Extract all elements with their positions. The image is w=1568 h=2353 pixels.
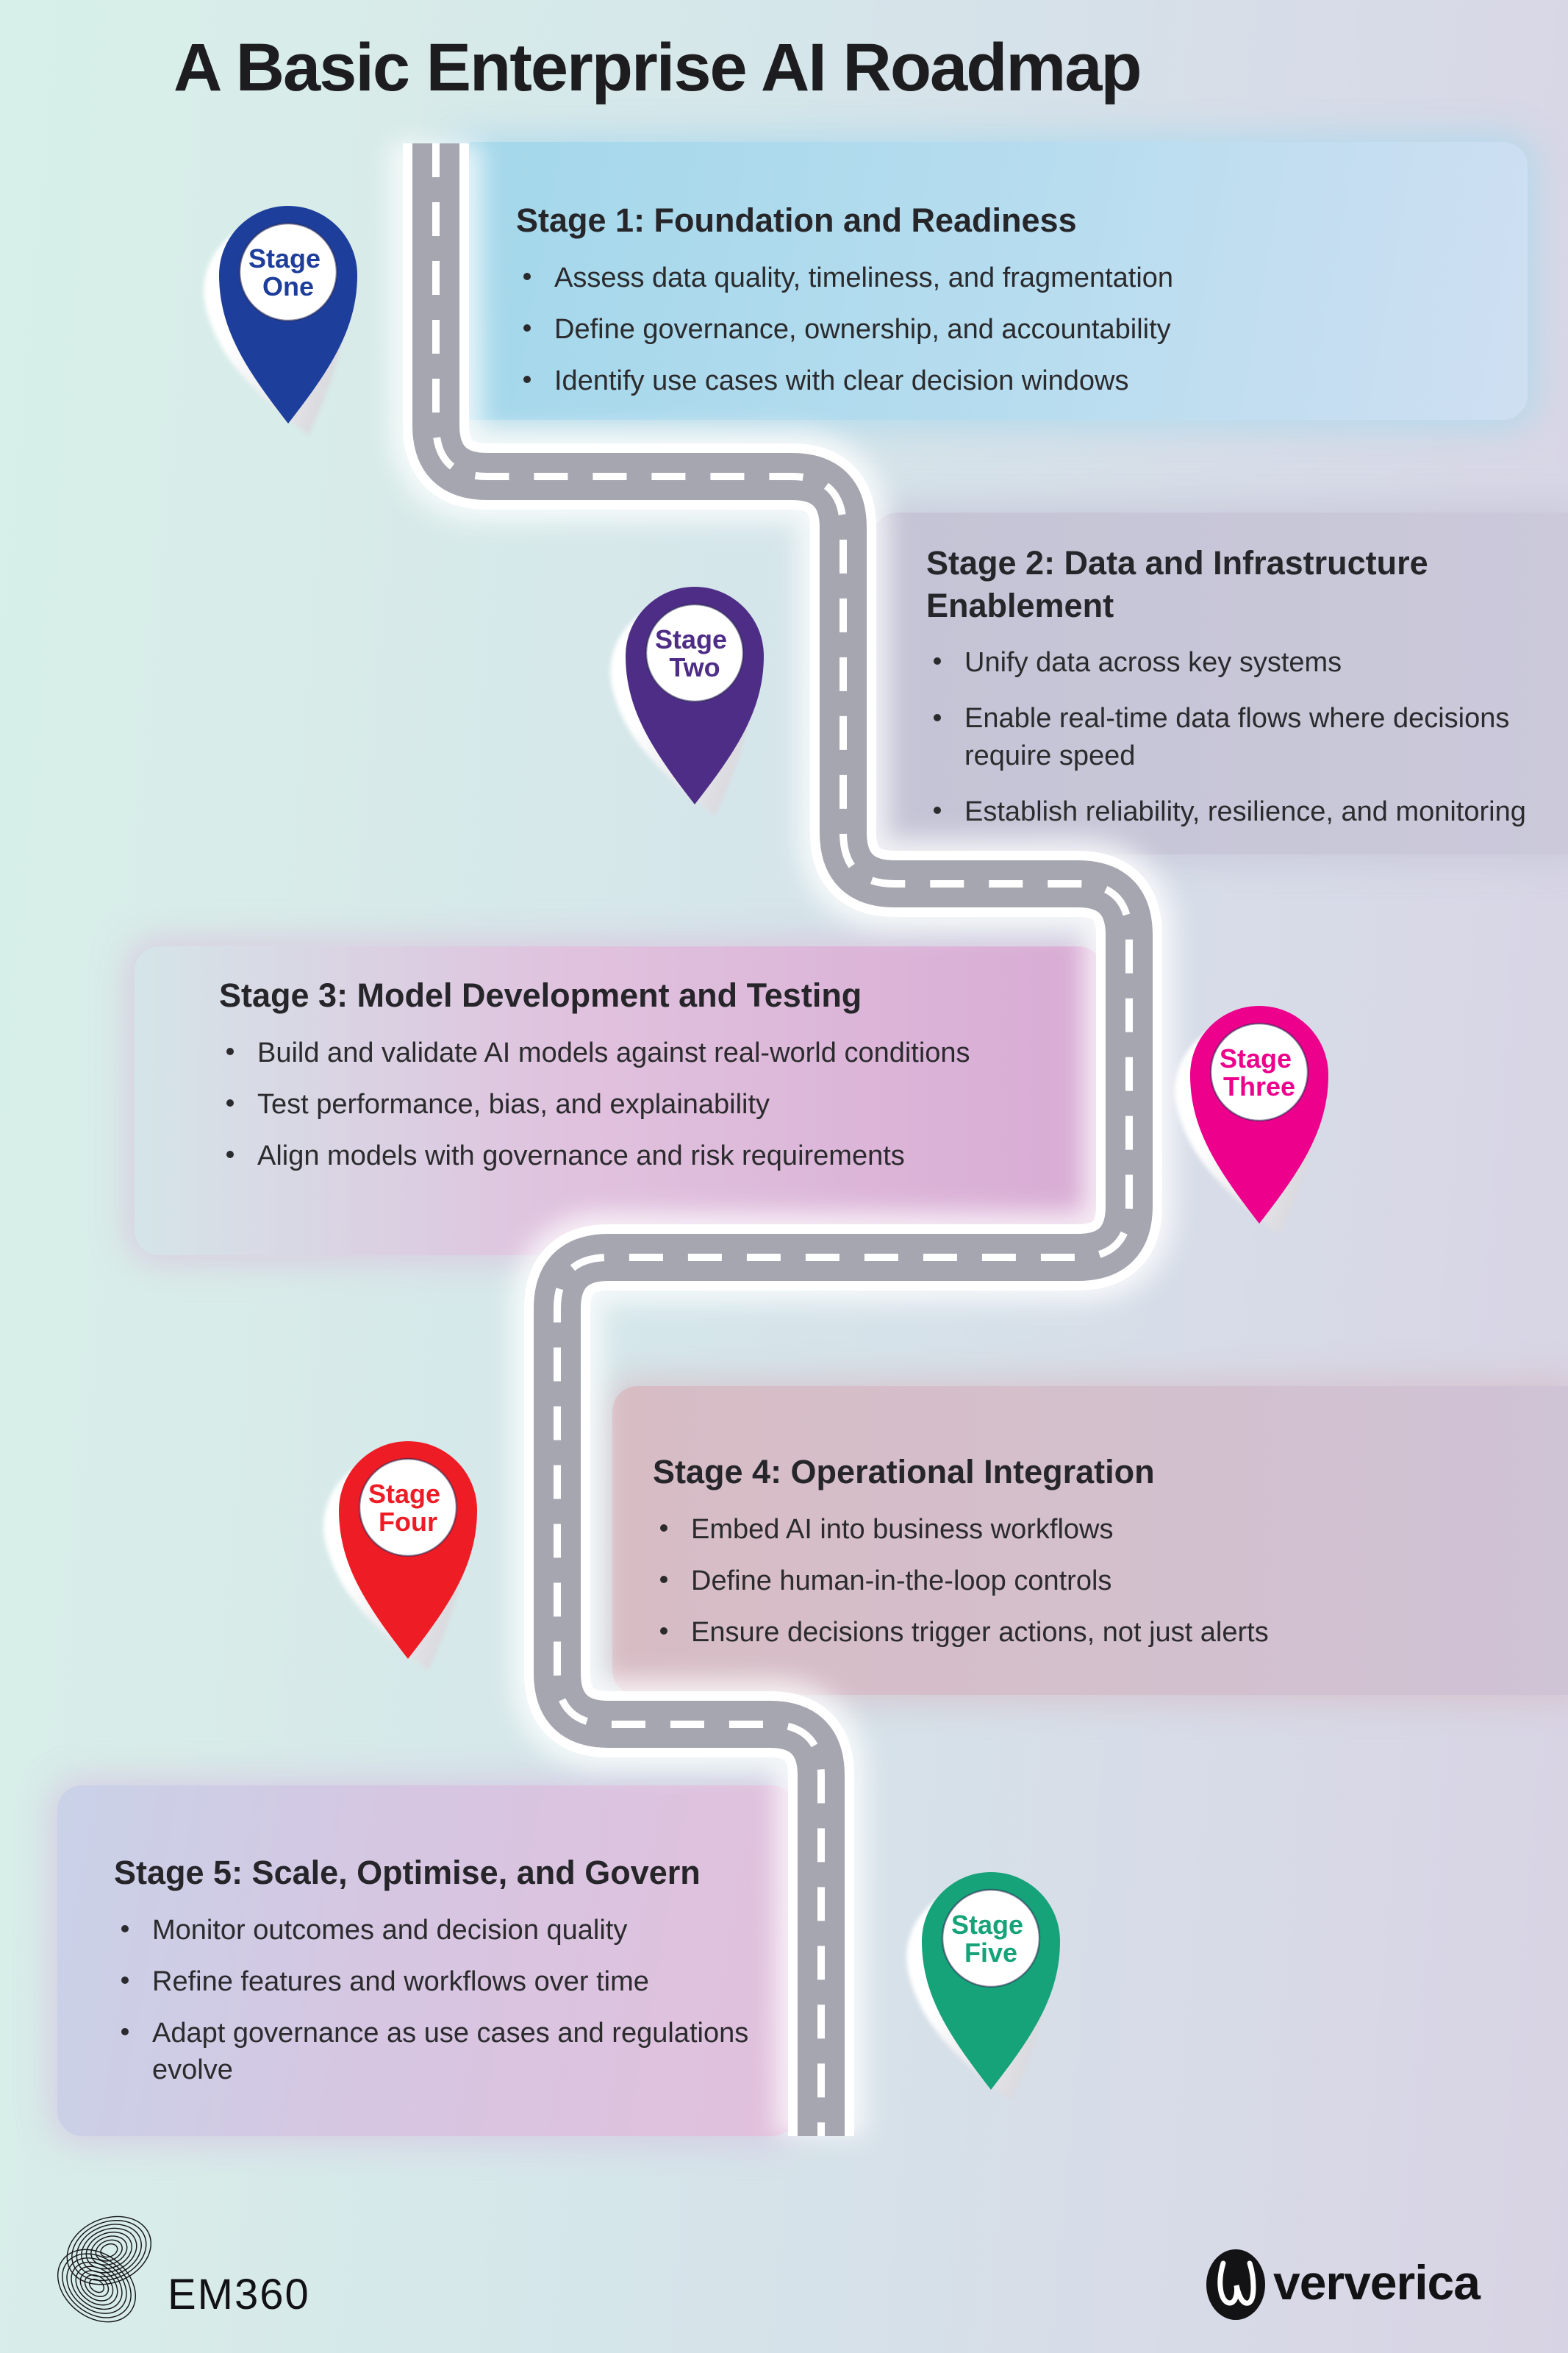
pin-label: Stage Five [951,1910,1031,1968]
bullet-item: Ensure decisions trigger actions, not ju… [653,1614,1524,1651]
bullet-item: Unify data across key systems [926,644,1539,681]
bullet-dot [934,806,941,814]
bullet-item: Build and validate AI models against rea… [219,1035,1074,1071]
bullet-text: Define human-in-the-loop controls [691,1565,1112,1596]
bullet-dot [121,1924,129,1932]
road-centerline [432,143,1133,2136]
stage-4-panel: Stage 4: Operational Integration Embed A… [612,1386,1568,1695]
stage-5-panel: Stage 5: Scale, Optimise, and Govern Mon… [57,1785,797,2136]
bullet-text: Align models with governance and risk re… [257,1140,905,1171]
bullet-text: Enable real-time data flows where decisi… [964,703,1510,771]
pin-inner-circle [941,1888,1041,1988]
bullet-dot [121,2028,129,2036]
bullet-text: Establish reliability, resilience, and m… [964,796,1526,827]
em360-logo: EM360 [44,2202,382,2342]
stage-2-pin: Stage Two [599,559,790,816]
bullet-item: Establish reliability, resilience, and m… [926,793,1539,830]
bullet-dot [660,1524,667,1532]
bullet-item: Adapt governance as use cases and regula… [114,2015,782,2088]
bullet-dot [226,1099,234,1107]
ververica-glyph-icon [1206,2249,1265,2320]
bullet-item: Define human-in-the-loop controls [653,1563,1524,1599]
bullet-dot [934,657,941,665]
bullet-text: Monitor outcomes and decision quality [152,1914,628,1946]
bullet-dot [523,324,531,332]
bullet-text: Test performance, bias, and explainabili… [257,1088,770,1120]
stage-4-heading: Stage 4: Operational Integration [653,1453,1155,1490]
bullet-dot [121,1976,129,1984]
stage-3-heading: Stage 3: Model Development and Testing [219,976,862,1014]
bullet-text: Identify use cases with clear decision w… [554,365,1129,396]
bullet-dot [934,713,941,721]
bullet-text: Assess data quality, timeliness, and fra… [554,262,1174,293]
bullet-item: Define governance, ownership, and accoun… [516,311,1491,348]
bullet-text: Ensure decisions trigger actions, not ju… [691,1616,1269,1648]
stage-3-panel: Stage 3: Model Development and Testing B… [135,946,1103,1255]
stage-1-panel: Stage 1: Foundation and Readiness Assess… [450,142,1528,420]
bullet-dot [523,272,531,280]
stage-4-pin: Stage Four [312,1413,504,1671]
bullet-text: Refine features and workflows over time [152,1965,649,1997]
pin-label: Stage Three [1220,1043,1299,1101]
bullet-text: Embed AI into business workflows [691,1513,1114,1545]
pin-label: Stage Two [655,624,734,682]
bullet-dot [226,1151,234,1159]
em360-label: EM360 [168,2271,310,2318]
stage-1-bullet-list: Assess data quality, timeliness, and fra… [516,260,1491,399]
bullet-item: Enable real-time data flows where decisi… [926,700,1539,774]
em360-swirl-icon [57,2215,151,2323]
stage-2-heading: Stage 2: Data and Infrastructure Enablem… [926,544,1428,624]
bullet-text: Define governance, ownership, and accoun… [554,313,1171,345]
bullet-dot [226,1047,234,1055]
stage-5-pin: Stage Five [895,1844,1086,2102]
bullet-dot [523,376,531,384]
stage-1-pin: Stage One [193,178,384,435]
page-title: A Basic Enterprise AI Roadmap [173,30,1142,105]
bullet-item: Monitor outcomes and decision quality [114,1912,782,1949]
ververica-logo: ververica [1204,2247,1550,2328]
stage-3-pin: Stage Three [1164,978,1355,1235]
pin-inner-circle [358,1457,458,1557]
bullet-dot [660,1627,667,1635]
bullet-text: Unify data across key systems [964,647,1342,679]
bullet-item: Embed AI into business workflows [653,1511,1524,1548]
stage-2-panel: Stage 2: Data and Infrastructure Enablem… [873,513,1568,854]
pin-inner-circle [238,222,338,322]
bullet-text: Build and validate AI models against rea… [257,1037,970,1068]
bullet-item: Refine features and workflows over time [114,1963,782,2000]
road-glow [390,143,1175,2136]
pin-inner-circle [645,603,745,703]
pin-label: Stage One [248,243,328,301]
stage-1-heading: Stage 1: Foundation and Readiness [516,201,1077,239]
bullet-item: Identify use cases with clear decision w… [516,363,1491,399]
stage-3-bullet-list: Build and validate AI models against rea… [219,1035,1074,1174]
pin-inner-circle [1209,1022,1309,1122]
bullet-item: Align models with governance and risk re… [219,1138,1074,1174]
pin-label: Stage Four [368,1479,448,1537]
bullet-item: Assess data quality, timeliness, and fra… [516,260,1491,296]
bullet-text: Adapt governance as use cases and regula… [152,2017,749,2086]
bullet-dot [660,1575,667,1583]
bullet-item: Test performance, bias, and explainabili… [219,1086,1074,1123]
stage-5-heading: Stage 5: Scale, Optimise, and Govern [114,1854,701,1891]
ververica-label: ververica [1273,2255,1481,2310]
